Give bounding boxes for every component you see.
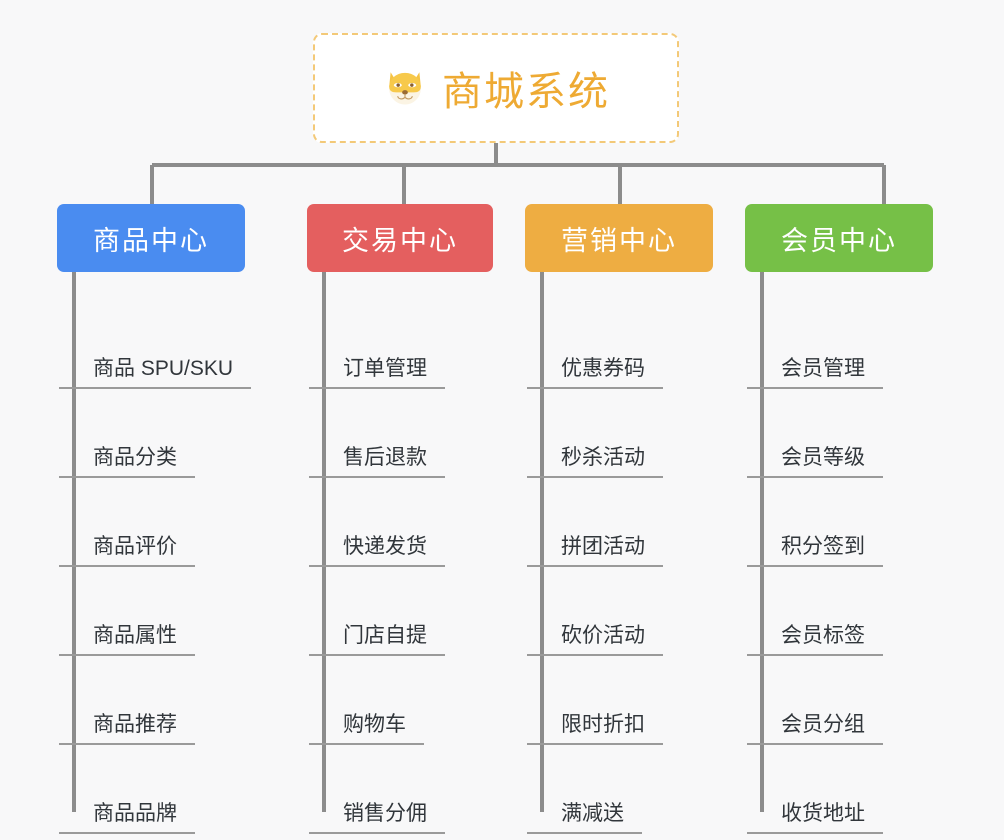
leaf-label: 商品推荐 xyxy=(59,713,195,745)
leaf-item[interactable]: 拼团活动 xyxy=(527,478,713,567)
leaf-label: 售后退款 xyxy=(309,446,445,478)
leaf-item[interactable]: 商品品牌 xyxy=(59,745,245,834)
leaf-item[interactable]: 会员标签 xyxy=(747,567,933,656)
branch-member-center: 会员中心 会员管理 会员等级 积分签到 会员标签 会员分组 收货地址 xyxy=(745,204,933,834)
leaf-label: 限时折扣 xyxy=(527,713,663,745)
leaf-item[interactable]: 会员分组 xyxy=(747,656,933,745)
leaf-label: 会员管理 xyxy=(747,357,883,389)
leaf-list-marketing-center: 优惠券码 秒杀活动 拼团活动 砍价活动 限时折扣 满减送 xyxy=(525,300,713,834)
leaf-item[interactable]: 满减送 xyxy=(527,745,713,834)
leaf-item[interactable]: 售后退款 xyxy=(309,389,493,478)
leaf-label: 商品 SPU/SKU xyxy=(59,357,252,389)
leaf-item[interactable]: 收货地址 xyxy=(747,745,933,834)
leaf-label: 积分签到 xyxy=(747,535,883,567)
root-node[interactable]: 商城系统 xyxy=(313,33,679,143)
leaf-label: 会员标签 xyxy=(747,624,883,656)
leaf-label: 会员等级 xyxy=(747,446,883,478)
branch-head-trade-center[interactable]: 交易中心 xyxy=(307,204,493,272)
leaf-item[interactable]: 门店自提 xyxy=(309,567,493,656)
leaf-item[interactable]: 商品推荐 xyxy=(59,656,245,745)
leaf-list-member-center: 会员管理 会员等级 积分签到 会员标签 会员分组 收货地址 xyxy=(745,300,933,834)
leaf-label: 销售分佣 xyxy=(309,802,445,834)
leaf-label: 商品品牌 xyxy=(59,802,195,834)
leaf-item[interactable]: 商品分类 xyxy=(59,389,245,478)
leaf-item[interactable]: 销售分佣 xyxy=(309,745,493,834)
leaf-label: 快递发货 xyxy=(309,535,445,567)
root-title: 商城系统 xyxy=(442,70,610,114)
leaf-item[interactable]: 会员管理 xyxy=(747,300,933,389)
leaf-item[interactable]: 快递发货 xyxy=(309,478,493,567)
leaf-label: 商品评价 xyxy=(59,535,195,567)
leaf-label: 商品分类 xyxy=(59,446,195,478)
leaf-label: 拼团活动 xyxy=(527,535,663,567)
leaf-label: 砍价活动 xyxy=(527,624,663,656)
leaf-item[interactable]: 购物车 xyxy=(309,656,493,745)
leaf-item[interactable]: 会员等级 xyxy=(747,389,933,478)
leaf-label: 优惠券码 xyxy=(527,357,663,389)
leaf-item[interactable]: 商品 SPU/SKU xyxy=(59,300,252,389)
leaf-item[interactable]: 砍价活动 xyxy=(527,567,713,656)
leaf-label: 秒杀活动 xyxy=(527,446,663,478)
leaf-list-trade-center: 订单管理 售后退款 快递发货 门店自提 购物车 销售分佣 xyxy=(307,300,493,834)
branch-head-product-center[interactable]: 商品中心 xyxy=(57,204,245,272)
leaf-label: 购物车 xyxy=(309,713,424,745)
leaf-label: 订单管理 xyxy=(309,357,445,389)
leaf-label: 满减送 xyxy=(527,802,642,834)
leaf-item[interactable]: 商品属性 xyxy=(59,567,245,656)
leaf-label: 会员分组 xyxy=(747,713,883,745)
branch-product-center: 商品中心 商品 SPU/SKU 商品分类 商品评价 商品属性 商品推荐 商品品牌 xyxy=(57,204,252,834)
leaf-item[interactable]: 优惠券码 xyxy=(527,300,713,389)
leaf-list-product-center: 商品 SPU/SKU 商品分类 商品评价 商品属性 商品推荐 商品品牌 xyxy=(57,300,252,834)
leaf-item[interactable]: 限时折扣 xyxy=(527,656,713,745)
leaf-item[interactable]: 商品评价 xyxy=(59,478,245,567)
leaf-label: 门店自提 xyxy=(309,624,445,656)
leaf-item[interactable]: 积分签到 xyxy=(747,478,933,567)
leaf-item[interactable]: 秒杀活动 xyxy=(527,389,713,478)
branch-trade-center: 交易中心 订单管理 售后退款 快递发货 门店自提 购物车 销售分佣 xyxy=(307,204,493,834)
leaf-item[interactable]: 订单管理 xyxy=(309,300,493,389)
branch-head-member-center[interactable]: 会员中心 xyxy=(745,204,933,272)
branch-marketing-center: 营销中心 优惠券码 秒杀活动 拼团活动 砍价活动 限时折扣 满减送 xyxy=(525,204,713,834)
leaf-label: 商品属性 xyxy=(59,624,195,656)
branch-head-marketing-center[interactable]: 营销中心 xyxy=(525,204,713,272)
shiba-dog-face-icon xyxy=(382,65,428,111)
leaf-label: 收货地址 xyxy=(747,802,883,834)
